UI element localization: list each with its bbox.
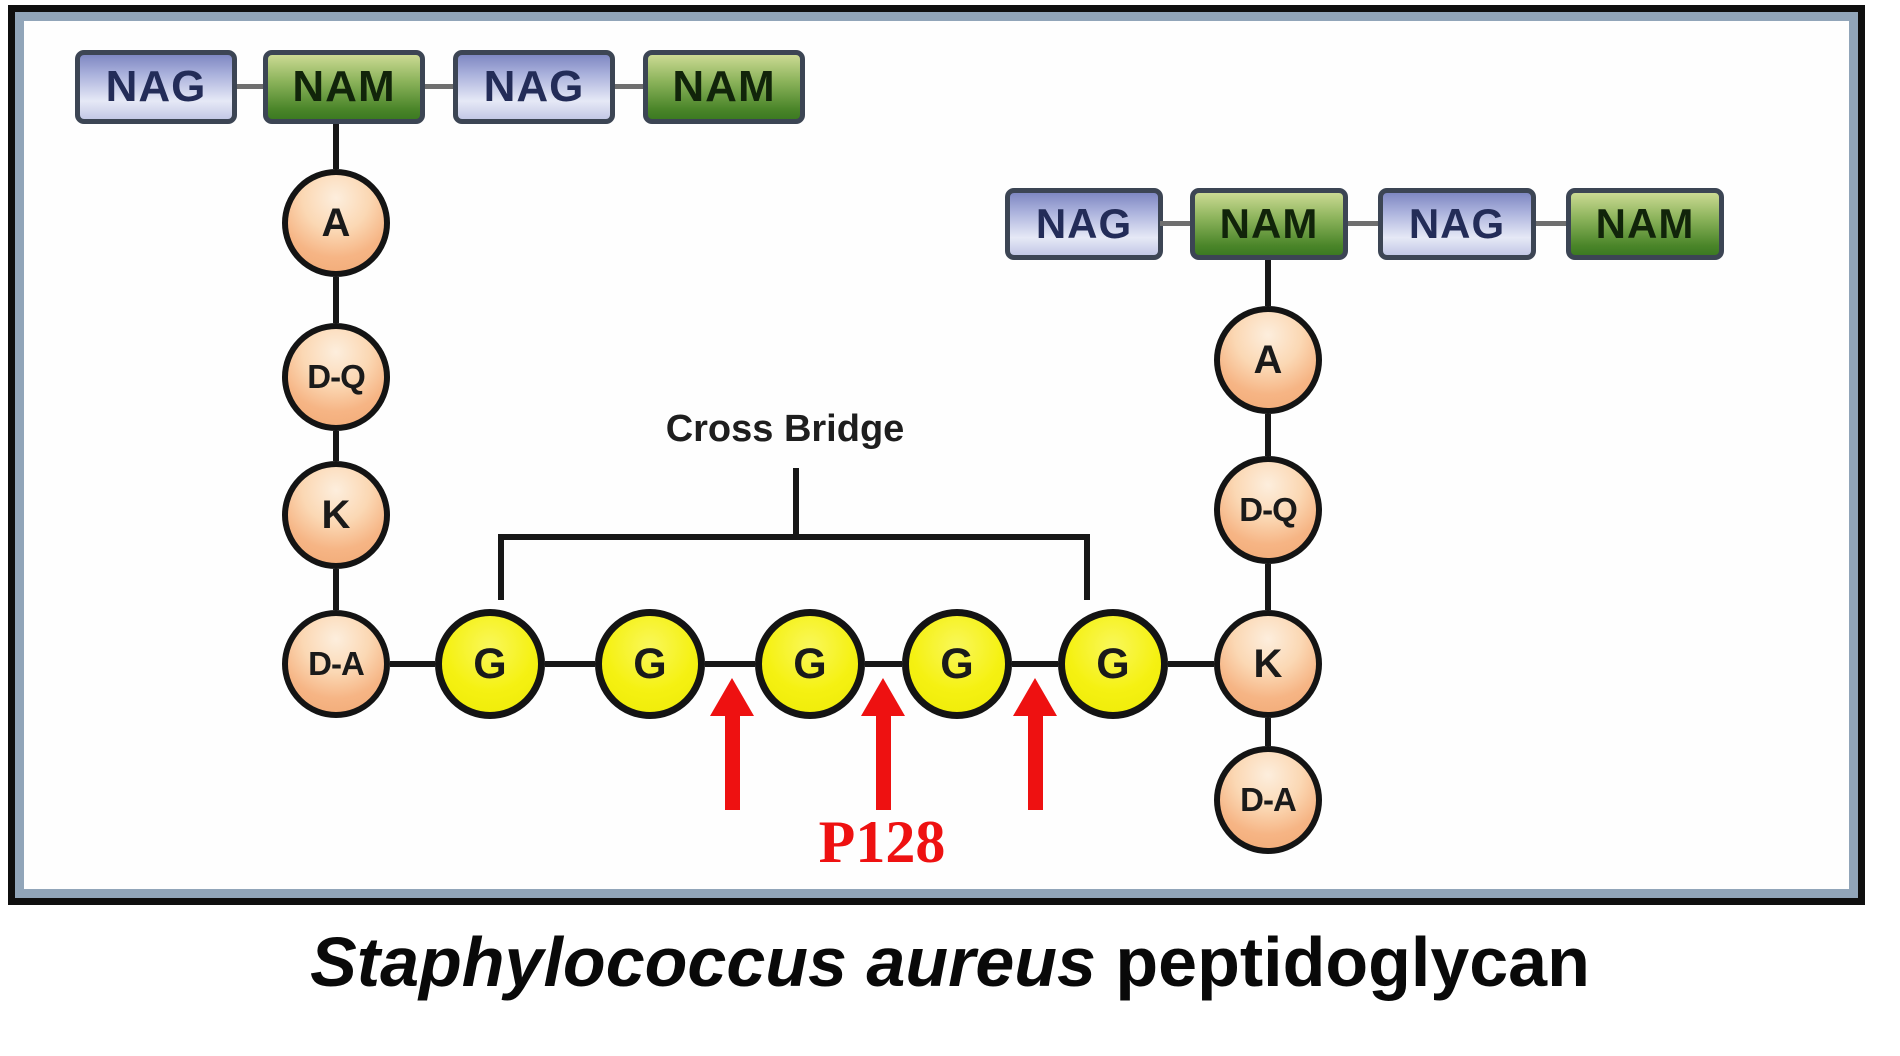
residue-k: K (282, 461, 390, 569)
bridge-bond (1012, 661, 1058, 667)
glycan-bond (1536, 221, 1566, 226)
cleavage-arrow (725, 712, 740, 810)
nag-box: NAG (1378, 188, 1536, 260)
glycine-g: G (902, 609, 1012, 719)
cleavage-arrow (1013, 678, 1057, 716)
nag-box: NAG (1005, 188, 1163, 260)
nam-box: NAM (1190, 188, 1348, 260)
peptide-bond (1265, 260, 1271, 306)
bridge-bond (545, 661, 595, 667)
glycan-bond (237, 84, 263, 89)
glycan-bond (425, 84, 453, 89)
residue-a: A (282, 169, 390, 277)
peptide-bond (1265, 414, 1271, 456)
residue-dq: D-Q (282, 323, 390, 431)
cross-bridge-label: Cross Bridge (665, 408, 905, 450)
cross-bridge-bracket (498, 534, 1090, 540)
nam-box: NAM (1566, 188, 1724, 260)
peptide-bond (1265, 564, 1271, 610)
residue-dq: D-Q (1214, 456, 1322, 564)
species-name: Staphylococcus aureus (310, 923, 1096, 1001)
figure-caption: Staphylococcus aureus peptidoglycan (150, 922, 1750, 1002)
glycine-g: G (595, 609, 705, 719)
residue-da: D-A (1214, 746, 1322, 854)
bridge-bond (1168, 661, 1214, 667)
diagram-frame (8, 5, 1865, 905)
p128-label: P128 (818, 809, 946, 875)
glycine-g: G (435, 609, 545, 719)
glycine-g: G (755, 609, 865, 719)
cleavage-arrow (876, 712, 891, 810)
cleavage-arrow (710, 678, 754, 716)
cross-bridge-bracket (793, 468, 799, 534)
glycan-bond (1160, 221, 1190, 226)
nag-box: NAG (453, 50, 615, 124)
nag-box: NAG (75, 50, 237, 124)
nam-box: NAM (263, 50, 425, 124)
cross-bridge-bracket (1084, 534, 1090, 600)
residue-a: A (1214, 306, 1322, 414)
cleavage-arrow (1028, 712, 1043, 810)
bridge-bond (390, 661, 435, 667)
peptide-bond (333, 569, 339, 610)
bridge-bond (705, 661, 755, 667)
cross-bridge-bracket (498, 534, 504, 600)
residue-da: D-A (282, 610, 390, 718)
nam-box: NAM (643, 50, 805, 124)
peptide-bond (333, 124, 339, 169)
glycine-g: G (1058, 609, 1168, 719)
caption-suffix: peptidoglycan (1095, 923, 1590, 1001)
bridge-bond (865, 661, 902, 667)
peptide-bond (333, 431, 339, 461)
peptide-bond (333, 277, 339, 323)
residue-k: K (1214, 610, 1322, 718)
glycan-bond (1348, 221, 1378, 226)
cleavage-arrow (861, 678, 905, 716)
peptide-bond (1265, 718, 1271, 746)
glycan-bond (615, 84, 643, 89)
